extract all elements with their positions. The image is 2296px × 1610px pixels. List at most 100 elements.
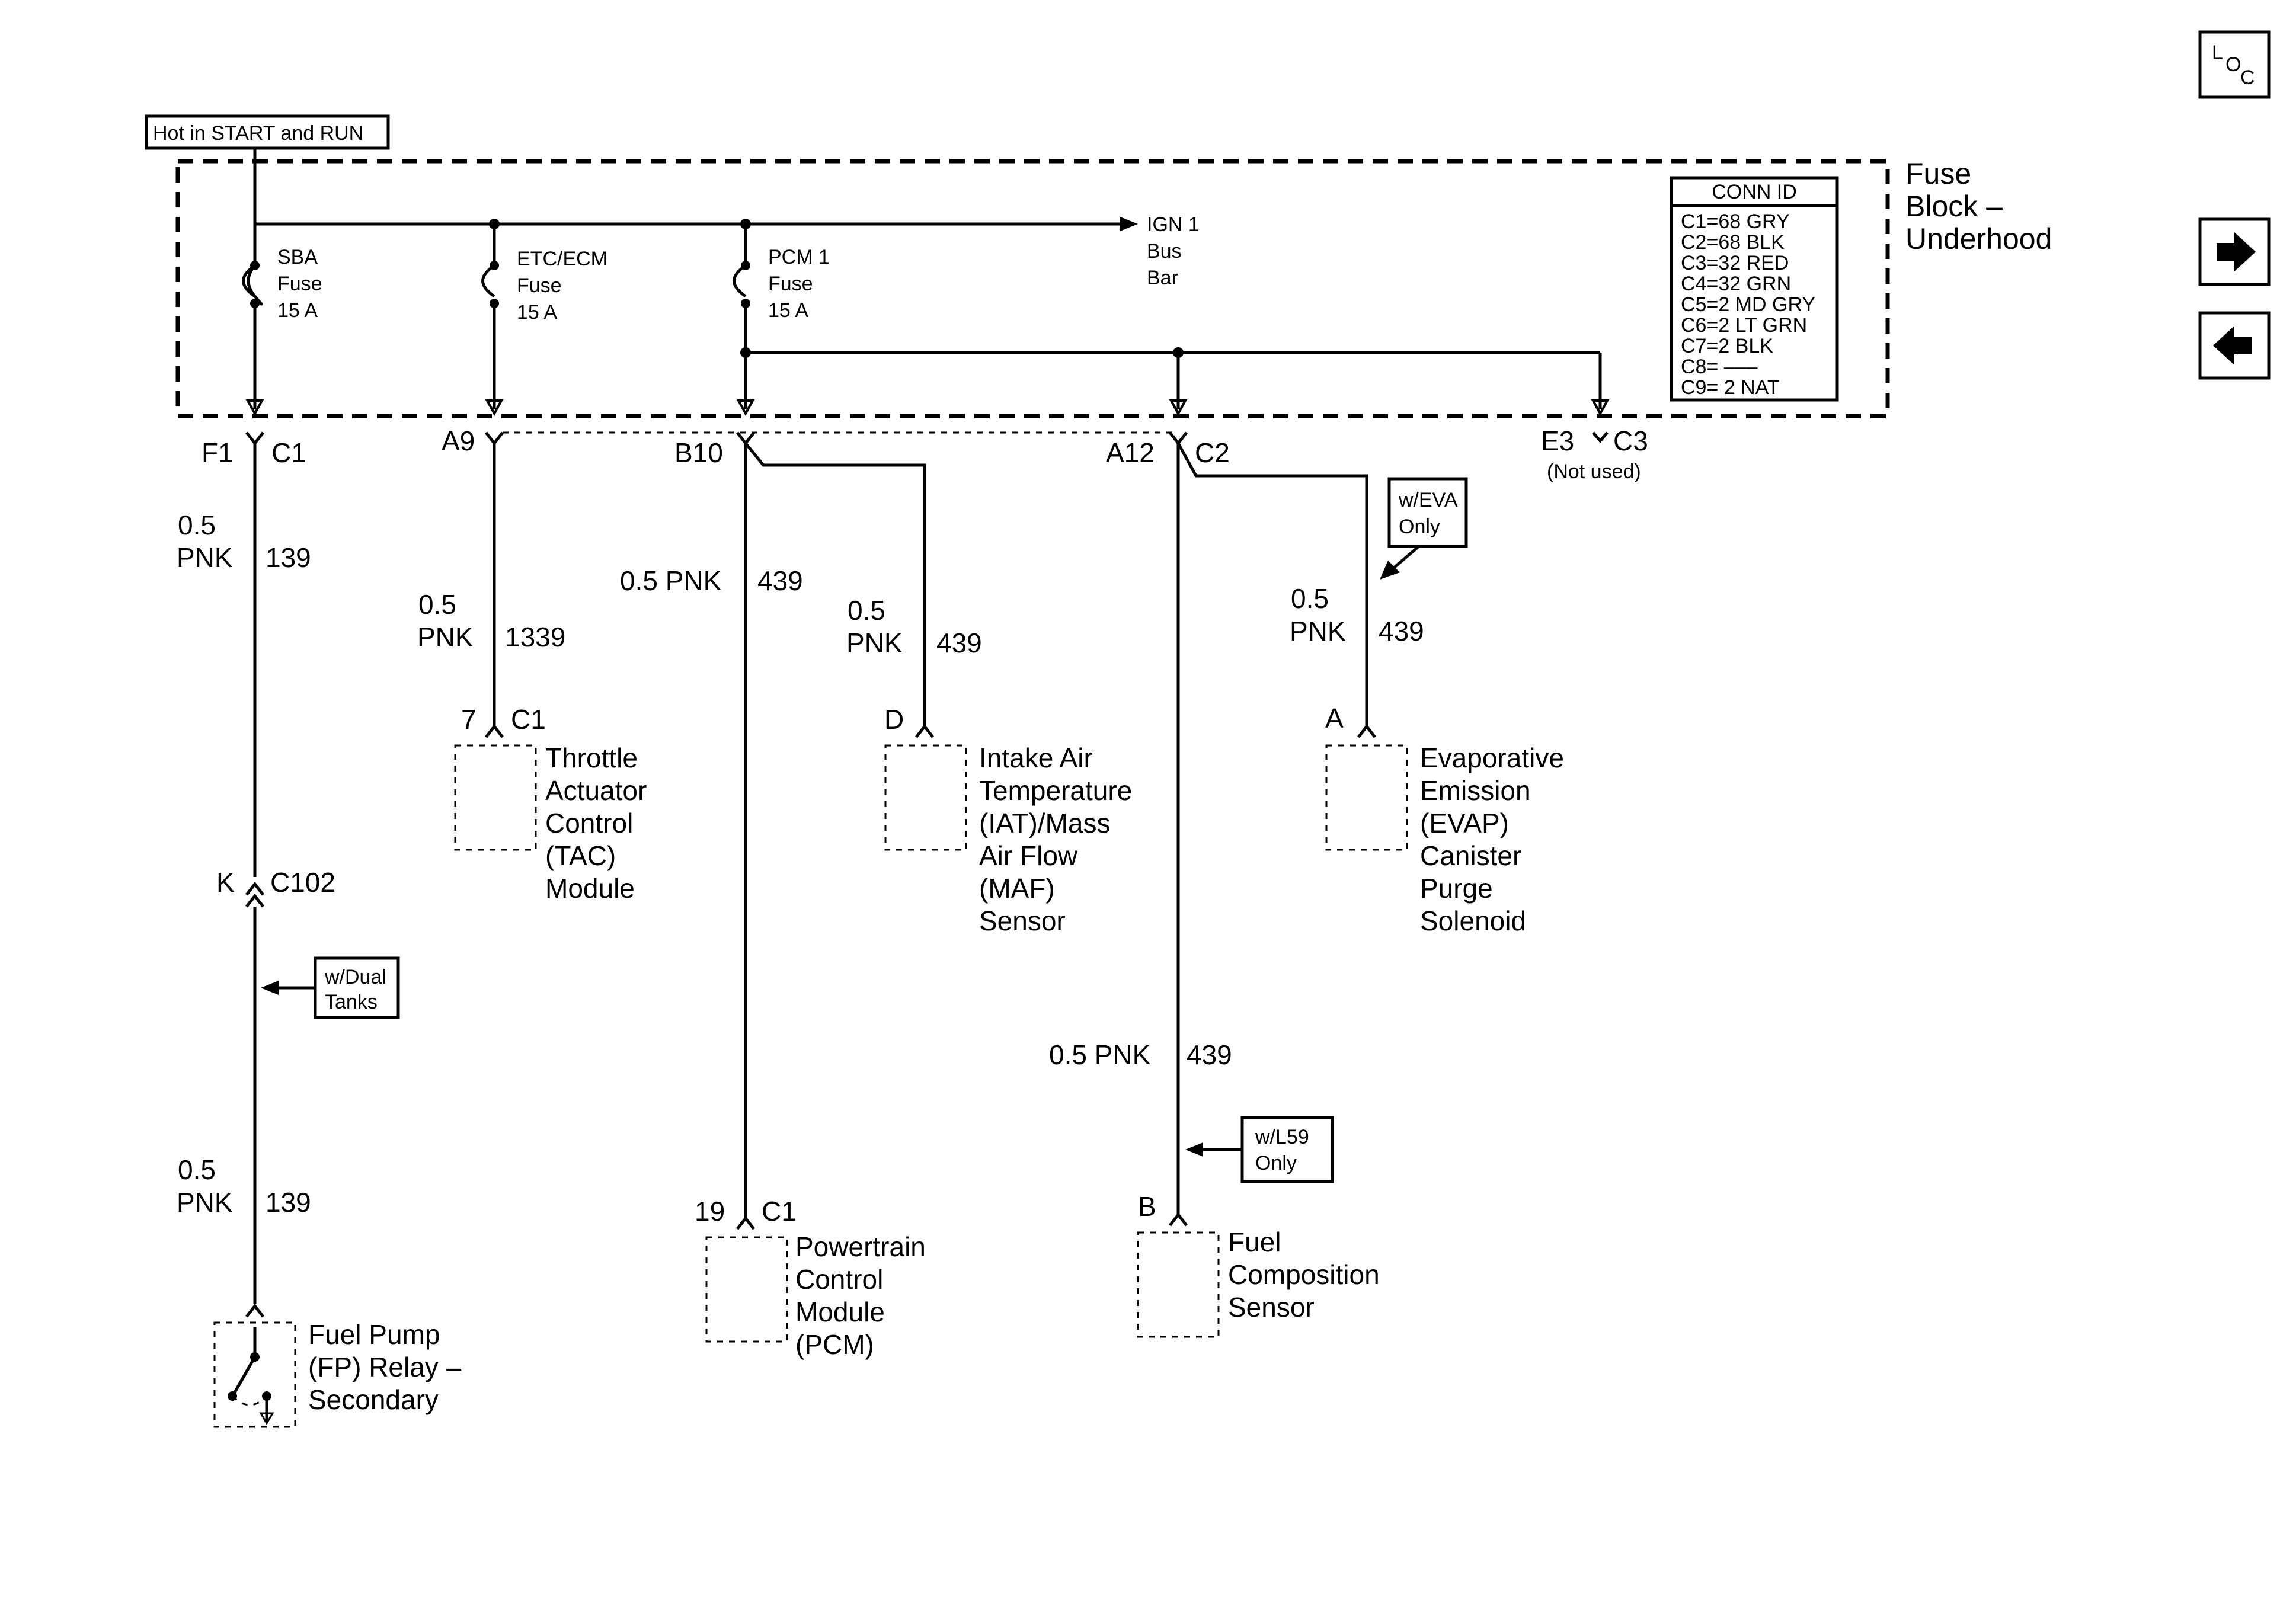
svg-text:0.5: 0.5	[178, 510, 216, 540]
tac-conn: C1	[511, 704, 546, 735]
svg-text:Sensor: Sensor	[979, 905, 1066, 936]
conn-id-row: C9= 2 NAT	[1681, 376, 1780, 399]
svg-text:PNK: PNK	[417, 622, 474, 652]
svg-text:Only: Only	[1255, 1152, 1297, 1174]
svg-text:15 A: 15 A	[517, 301, 557, 324]
svg-text:Module: Module	[545, 873, 635, 904]
conn-id-row: C6=2 LT GRN	[1681, 314, 1807, 337]
svg-text:139: 139	[266, 1187, 311, 1218]
terminal-c3: C3	[1613, 425, 1648, 456]
svg-text:Module: Module	[795, 1297, 885, 1327]
fp-relay-label: (FP) Relay –	[308, 1352, 462, 1382]
terminal-a9: A9	[442, 425, 475, 456]
svg-text:Air Flow: Air Flow	[979, 840, 1078, 871]
terminal-c1: C1	[271, 437, 306, 468]
svg-text:O: O	[2225, 53, 2241, 76]
fp-relay-label: Secondary	[308, 1384, 439, 1415]
bus-bar-label: Bus	[1147, 240, 1182, 263]
svg-text:(PCM): (PCM)	[795, 1329, 874, 1360]
svg-text:Canister: Canister	[1420, 840, 1521, 871]
conn-id-row: C7=2 BLK	[1681, 335, 1773, 357]
svg-text:PNK: PNK	[846, 628, 903, 658]
svg-text:(TAC): (TAC)	[545, 840, 616, 871]
svg-text:0.5: 0.5	[418, 589, 456, 620]
previous-page-button[interactable]	[2198, 311, 2271, 380]
svg-text:w/Dual: w/Dual	[324, 966, 386, 988]
option-dual-tanks: w/Dual Tanks	[261, 956, 400, 1019]
c102-pin: K	[216, 867, 235, 898]
circuit-439-evap: 0.5 PNK 439 A	[1176, 442, 1424, 738]
svg-text:Evaporative: Evaporative	[1420, 742, 1564, 773]
fuse-block-outline	[175, 159, 1890, 418]
svg-text:15 A: 15 A	[277, 299, 318, 322]
fp-relay: Fuel Pump (FP) Relay – Secondary	[213, 1303, 462, 1428]
fuse-block-title: Fuse Block – Underhood	[1905, 157, 2052, 255]
iat-pin: D	[884, 704, 904, 735]
arrow-left-icon	[2213, 326, 2252, 365]
svg-text:PCM 1: PCM 1	[768, 246, 830, 268]
svg-text:439: 439	[757, 565, 803, 596]
svg-text:439: 439	[1379, 616, 1424, 646]
component-iat-maf: Intake Air Temperature (IAT)/Mass Air Fl…	[884, 742, 1132, 936]
circuit-439-pcm: 0.5 PNK 439 19 C1	[620, 443, 803, 1230]
option-eva: w/EVA Only	[1380, 477, 1468, 580]
svg-text:C: C	[2240, 66, 2255, 89]
fcs-pin: B	[1138, 1191, 1156, 1222]
svg-text:Sensor: Sensor	[1228, 1292, 1315, 1323]
power-source-label: Hot in START and RUN	[145, 114, 390, 150]
conn-id-row: C2=68 BLK	[1681, 231, 1785, 254]
svg-text:Control: Control	[795, 1264, 883, 1295]
terminal-f1: F1	[202, 437, 234, 468]
loc-button[interactable]: L O C	[2198, 30, 2271, 99]
svg-text:Composition: Composition	[1228, 1259, 1380, 1290]
svg-text:Throttle: Throttle	[545, 742, 638, 773]
svg-text:Temperature: Temperature	[979, 775, 1132, 806]
svg-text:0.5: 0.5	[848, 595, 885, 626]
svg-text:Control: Control	[545, 808, 633, 838]
component-evap-solenoid: Evaporative Emission (EVAP) Canister Pur…	[1325, 742, 1564, 936]
circuit-439-iat: 0.5 PNK 439 D	[744, 442, 982, 738]
svg-text:Actuator: Actuator	[545, 775, 647, 806]
svg-text:15 A: 15 A	[768, 299, 808, 322]
svg-text:Fuse: Fuse	[517, 274, 562, 297]
arrow-right-icon	[2217, 232, 2256, 271]
next-page-button[interactable]	[2198, 217, 2271, 286]
svg-text:w/EVA: w/EVA	[1398, 489, 1458, 511]
svg-text:Powertrain: Powertrain	[795, 1231, 926, 1262]
svg-text:Intake Air: Intake Air	[979, 742, 1093, 773]
circuit-439-fcs: 0.5 PNK 439 B	[1049, 443, 1232, 1227]
svg-text:0.5: 0.5	[178, 1154, 216, 1185]
fuse-etc-ecm: ETC/ECM Fuse 15 A	[481, 224, 607, 417]
svg-text:Fuse: Fuse	[1905, 157, 1971, 190]
ign1-bus: IGN 1 Bus Bar	[253, 148, 1200, 289]
conn-id-title: CONN ID	[1712, 181, 1797, 203]
component-tac: Throttle Actuator Control (TAC) Module	[454, 742, 647, 904]
component-fuel-composition-sensor: Fuel Composition Sensor	[1137, 1227, 1380, 1338]
conn-id-row: C1=68 GRY	[1681, 210, 1790, 233]
power-source-text: Hot in START and RUN	[153, 122, 363, 145]
pcm-pin: 19	[695, 1196, 725, 1227]
conn-id-row: C5=2 MD GRY	[1681, 293, 1815, 316]
component-pcm: Powertrain Control Module (PCM)	[705, 1231, 926, 1360]
svg-text:SBA: SBA	[277, 246, 318, 268]
fuse-pcm1: PCM 1 Fuse 15 A	[733, 224, 1610, 417]
conn-id-table: CONN ID C1=68 GRY C2=68 BLK C3=32 RED C4…	[1670, 176, 1839, 402]
svg-text:(EVAP): (EVAP)	[1420, 808, 1509, 838]
svg-text:439: 439	[1187, 1039, 1232, 1070]
svg-text:(MAF): (MAF)	[979, 873, 1055, 904]
svg-text:Fuel: Fuel	[1228, 1227, 1281, 1257]
conn-id-row: C4=32 GRN	[1681, 273, 1791, 295]
bus-bar-label: Bar	[1147, 267, 1178, 289]
svg-text:(IAT)/Mass: (IAT)/Mass	[979, 808, 1110, 838]
svg-text:PNK: PNK	[177, 542, 233, 573]
svg-text:PNK: PNK	[1290, 616, 1346, 646]
svg-text:439: 439	[936, 628, 982, 658]
svg-text:Emission: Emission	[1420, 775, 1531, 806]
svg-text:0.5 PNK: 0.5 PNK	[620, 565, 722, 596]
fuse-sba: SBA Fuse 15 A	[242, 224, 322, 417]
svg-text:Purge: Purge	[1420, 873, 1493, 904]
svg-text:Block –: Block –	[1905, 190, 2003, 223]
circuit-139: 0.5 PNK 139 K C102 0.5 PNK 139	[177, 443, 335, 1304]
terminal-b10: B10	[674, 437, 723, 468]
